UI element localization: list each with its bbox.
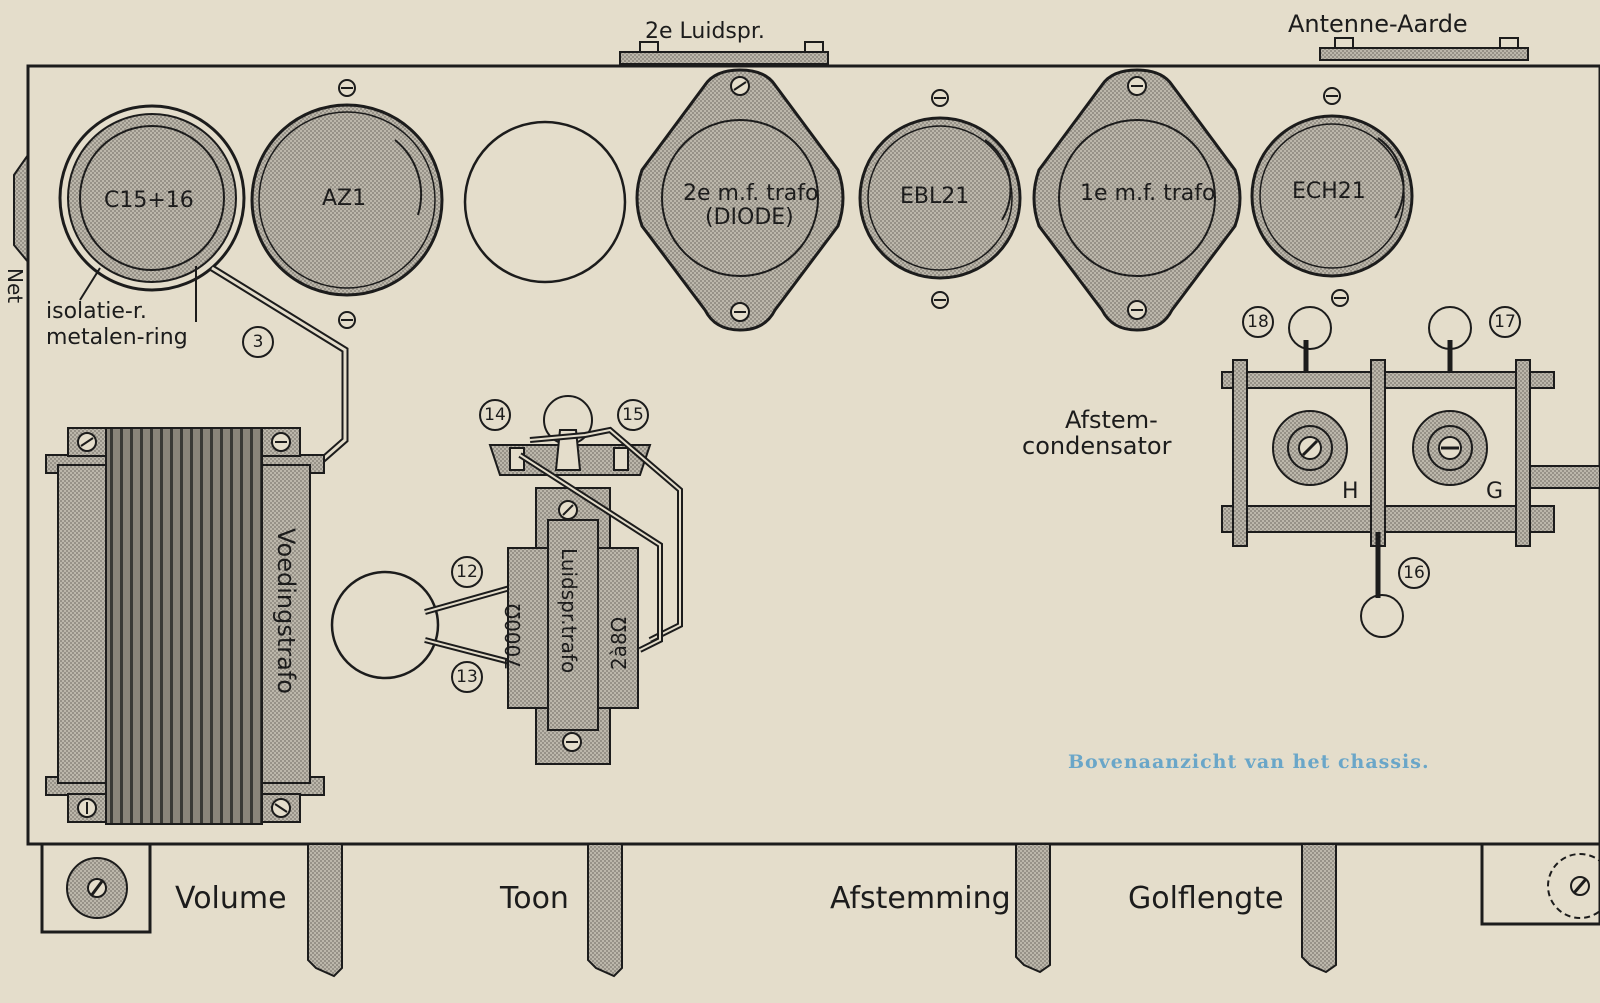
tuning-capacitor: H G [1221, 359, 1600, 547]
chassis-screws [338, 79, 1349, 329]
mf1-label: 1e m.f. trafo [1080, 181, 1215, 206]
mf2-sub-label: (DIODE) [705, 205, 794, 230]
ohm-left-label: 7000Ω [501, 604, 525, 670]
marker-17: 17 [1494, 312, 1516, 332]
toon-label: Toon [499, 881, 569, 916]
az1-label: AZ1 [322, 186, 366, 211]
net-plug [13, 151, 29, 265]
net-label: Net [3, 268, 27, 303]
mf2-transformer: 2e m.f. trafo (DIODE) [635, 68, 845, 332]
insulation-label: isolatie-r. [46, 299, 147, 324]
power-trafo-label: Voedingstrafo [272, 528, 300, 694]
speaker2-terminal-strip [619, 51, 829, 65]
ech21-tube: ECH21 [1250, 114, 1414, 278]
az1-tube: AZ1 [250, 103, 444, 297]
marker-3: 3 [253, 332, 264, 352]
empty-socket [463, 120, 627, 284]
marker-15: 15 [622, 405, 644, 425]
speaker-transformer: Luidspr.trafo 7000Ω 2à8Ω [488, 395, 652, 765]
ohm-right-label: 2à8Ω [607, 617, 631, 670]
antenna-terminal-strip [1319, 47, 1529, 61]
ebl21-label: EBL21 [900, 184, 969, 209]
ech21-label: ECH21 [1292, 179, 1366, 204]
toon-shaft [587, 843, 623, 978]
marker-16: 16 [1403, 563, 1425, 583]
marker-14: 14 [484, 405, 506, 425]
golflengte-shaft [1301, 843, 1337, 974]
mf2-label: 2e m.f. trafo [683, 181, 818, 206]
cap-g-label: G [1486, 479, 1503, 504]
marker-13: 13 [456, 667, 478, 687]
afstem-label-1: Afstem- [1065, 406, 1158, 434]
afstem-label-2: condensator [1022, 432, 1172, 460]
golflengte-label: Golflengte [1128, 881, 1284, 916]
c15-label: C15+16 [104, 188, 194, 213]
marker-18: 18 [1247, 312, 1269, 332]
speaker2-label: 2e Luidspr. [645, 19, 765, 44]
chassis-outline [26, 64, 1600, 846]
volume-shaft [307, 843, 343, 978]
mf1-transformer: 1e m.f. trafo [1032, 68, 1242, 332]
afstemming-label: Afstemming [830, 881, 1011, 916]
afstemming-shaft [1015, 843, 1051, 974]
volume-label: Volume [175, 881, 287, 916]
antenna-label: Antenne-Aarde [1288, 10, 1468, 38]
ebl21-tube: EBL21 [858, 116, 1022, 280]
speaker-socket [330, 570, 440, 680]
c15-capacitor: C15+16 [58, 104, 246, 292]
speaker-trafo-label: Luidspr.trafo [557, 548, 581, 673]
marker-12: 12 [456, 562, 478, 582]
diagram-caption: Bovenaanzicht van het chassis. [1068, 751, 1430, 773]
power-transformer: Voedingstrafo [45, 427, 325, 825]
cap-h-label: H [1342, 479, 1359, 504]
metal-ring-label: metalen-ring [46, 325, 188, 350]
